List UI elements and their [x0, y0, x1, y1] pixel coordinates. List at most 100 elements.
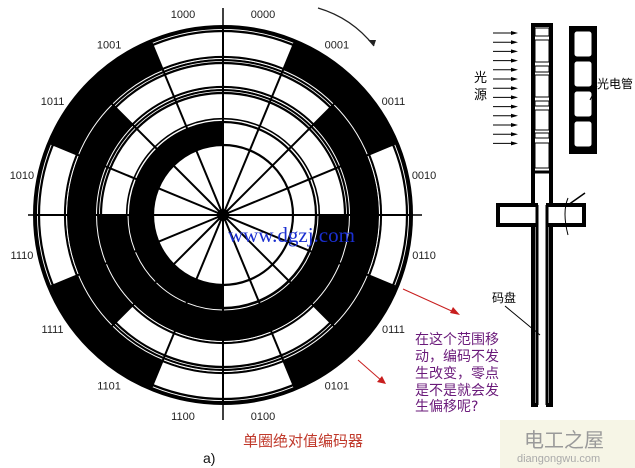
- sector-divider: [222, 142, 396, 216]
- light-beams: [493, 31, 518, 146]
- annotation-line-2: 动，编码不发: [415, 349, 499, 365]
- code-segment-1101-bit3: [90, 324, 164, 389]
- site-watermark-domain: diangongwu.com: [517, 453, 600, 465]
- strip-window: [534, 39, 550, 63]
- arrowhead-icon: [511, 67, 518, 72]
- side-view: 光 源 光电管 码盘: [474, 23, 633, 408]
- sector-divider: [150, 42, 224, 216]
- url-watermark: www.dgzj.com: [228, 223, 355, 247]
- disk-label: 码盘: [492, 290, 516, 305]
- arrowhead-icon: [511, 104, 518, 109]
- sector-divider: [50, 214, 224, 288]
- sector-divider: [222, 214, 396, 288]
- site-watermark-bg: [500, 420, 635, 468]
- sector-label-0010: 0010: [412, 170, 436, 182]
- sector-label-1010: 1010: [10, 170, 34, 182]
- strip-window: [534, 142, 550, 169]
- strip-window: [534, 132, 550, 139]
- annotation-line-5: 生偏移呢?: [415, 399, 478, 415]
- code-segment-0111-bit3: [332, 274, 397, 348]
- arrowhead-icon: [511, 113, 518, 118]
- shaft: [538, 203, 546, 408]
- break-mark-icon: [564, 197, 569, 236]
- code-disk: [28, 8, 422, 420]
- code-segment-1101-bit0: [157, 264, 197, 301]
- photocell-label: 光电管: [597, 76, 633, 91]
- arrowhead-icon: [511, 123, 518, 127]
- photocell: [573, 120, 593, 148]
- sector-label-1111: 1111: [42, 324, 64, 336]
- annotation-line-4: 是不是就会发: [415, 383, 499, 399]
- sector-divider: [90, 214, 224, 348]
- sector-label-0001: 0001: [325, 40, 349, 52]
- arrowhead-icon: [511, 77, 518, 81]
- sector-divider: [222, 82, 356, 216]
- strip-window: [534, 27, 550, 37]
- arrowhead-icon: [511, 31, 518, 35]
- photocell: [573, 30, 593, 58]
- sector-divider: [222, 42, 296, 216]
- sector-label-1101: 1101: [97, 380, 121, 392]
- code-segment-0011-bit2: [311, 105, 367, 168]
- sector-labels: 0000 0001 0011 0010 0110 0111 0101 0100 1100 1101…: [10, 9, 437, 423]
- sector-label-0101: 0101: [325, 380, 349, 392]
- code-segment-1111-bit1: [107, 250, 158, 304]
- sector-divider: [150, 214, 224, 388]
- sector-divider: [50, 142, 224, 216]
- code-segment-1011-bit0: [137, 149, 174, 189]
- code-segment-0001-bit3: [282, 41, 356, 106]
- sector-label-1100: 1100: [171, 411, 195, 423]
- caption-sub: a): [203, 450, 215, 466]
- strip-window: [534, 65, 550, 73]
- arrowhead-icon: [511, 40, 518, 45]
- site-watermark-name: 电工之屋: [524, 428, 604, 452]
- annotation-line-1: 在这个范围移: [415, 331, 499, 348]
- code-segment-1111-bit0: [137, 241, 174, 281]
- photocell: [573, 90, 593, 118]
- sector-divider: [222, 214, 296, 388]
- code-segment-1010-bit0: [130, 179, 159, 215]
- sector-label-0000: 0000: [251, 9, 275, 21]
- sector-label-0111: 0111: [382, 324, 405, 336]
- arrowhead-icon: [511, 132, 518, 137]
- sector-label-1000: 1000: [171, 9, 195, 21]
- code-segment-1001-bit3: [90, 41, 164, 106]
- code-segment-1000-bit0: [187, 122, 223, 151]
- code-segment-0111-bit1: [288, 250, 339, 304]
- sector-label-1011: 1011: [41, 96, 65, 108]
- arrowhead-icon: [511, 95, 518, 100]
- annotation-text: 在这个范围移 动，编码不发 生改变，零点 是不是就会发 生偏移呢?: [415, 331, 499, 415]
- photocell: [573, 60, 593, 88]
- caption-title: 单圈绝对值编码器: [243, 432, 363, 450]
- sector-label-0011: 0011: [382, 96, 406, 108]
- arrowhead-icon: [511, 49, 518, 54]
- light-source-label-2: 源: [474, 88, 487, 103]
- code-segment-1111-bit3: [49, 274, 114, 348]
- code-segment-0111-bit2: [311, 262, 367, 325]
- code-segment-1110-bit0: [130, 215, 159, 251]
- sector-label-1001: 1001: [97, 40, 121, 52]
- code-segment-1101-bit1: [134, 280, 188, 331]
- range-arrow-lower: [357, 359, 383, 382]
- arrowhead-icon: [511, 141, 518, 146]
- sector-divider: [222, 214, 356, 348]
- code-segment-0101-bit1: [258, 280, 312, 331]
- code-segment-1011-bit2: [79, 105, 135, 168]
- arrowhead-icon: [511, 58, 518, 63]
- code-segment-1011-bit3: [49, 82, 114, 156]
- strip-window: [534, 74, 550, 98]
- code-segment-1111-bit2: [79, 262, 135, 325]
- code-segment-0101-bit3: [282, 324, 356, 389]
- sector-label-0100: 0100: [251, 411, 275, 423]
- annotation-line-3: 生改变，零点: [415, 366, 499, 382]
- rotation-arrowhead-icon: [368, 40, 376, 46]
- code-segment-1100-bit0: [187, 279, 223, 308]
- code-segment-1001-bit0: [157, 129, 197, 166]
- range-arrow-upper: [402, 288, 457, 314]
- code-segment-0011-bit3: [332, 82, 397, 156]
- strip-cells: [533, 27, 551, 174]
- sector-label-0110: 0110: [412, 250, 436, 262]
- light-source-label-1: 光: [474, 71, 487, 86]
